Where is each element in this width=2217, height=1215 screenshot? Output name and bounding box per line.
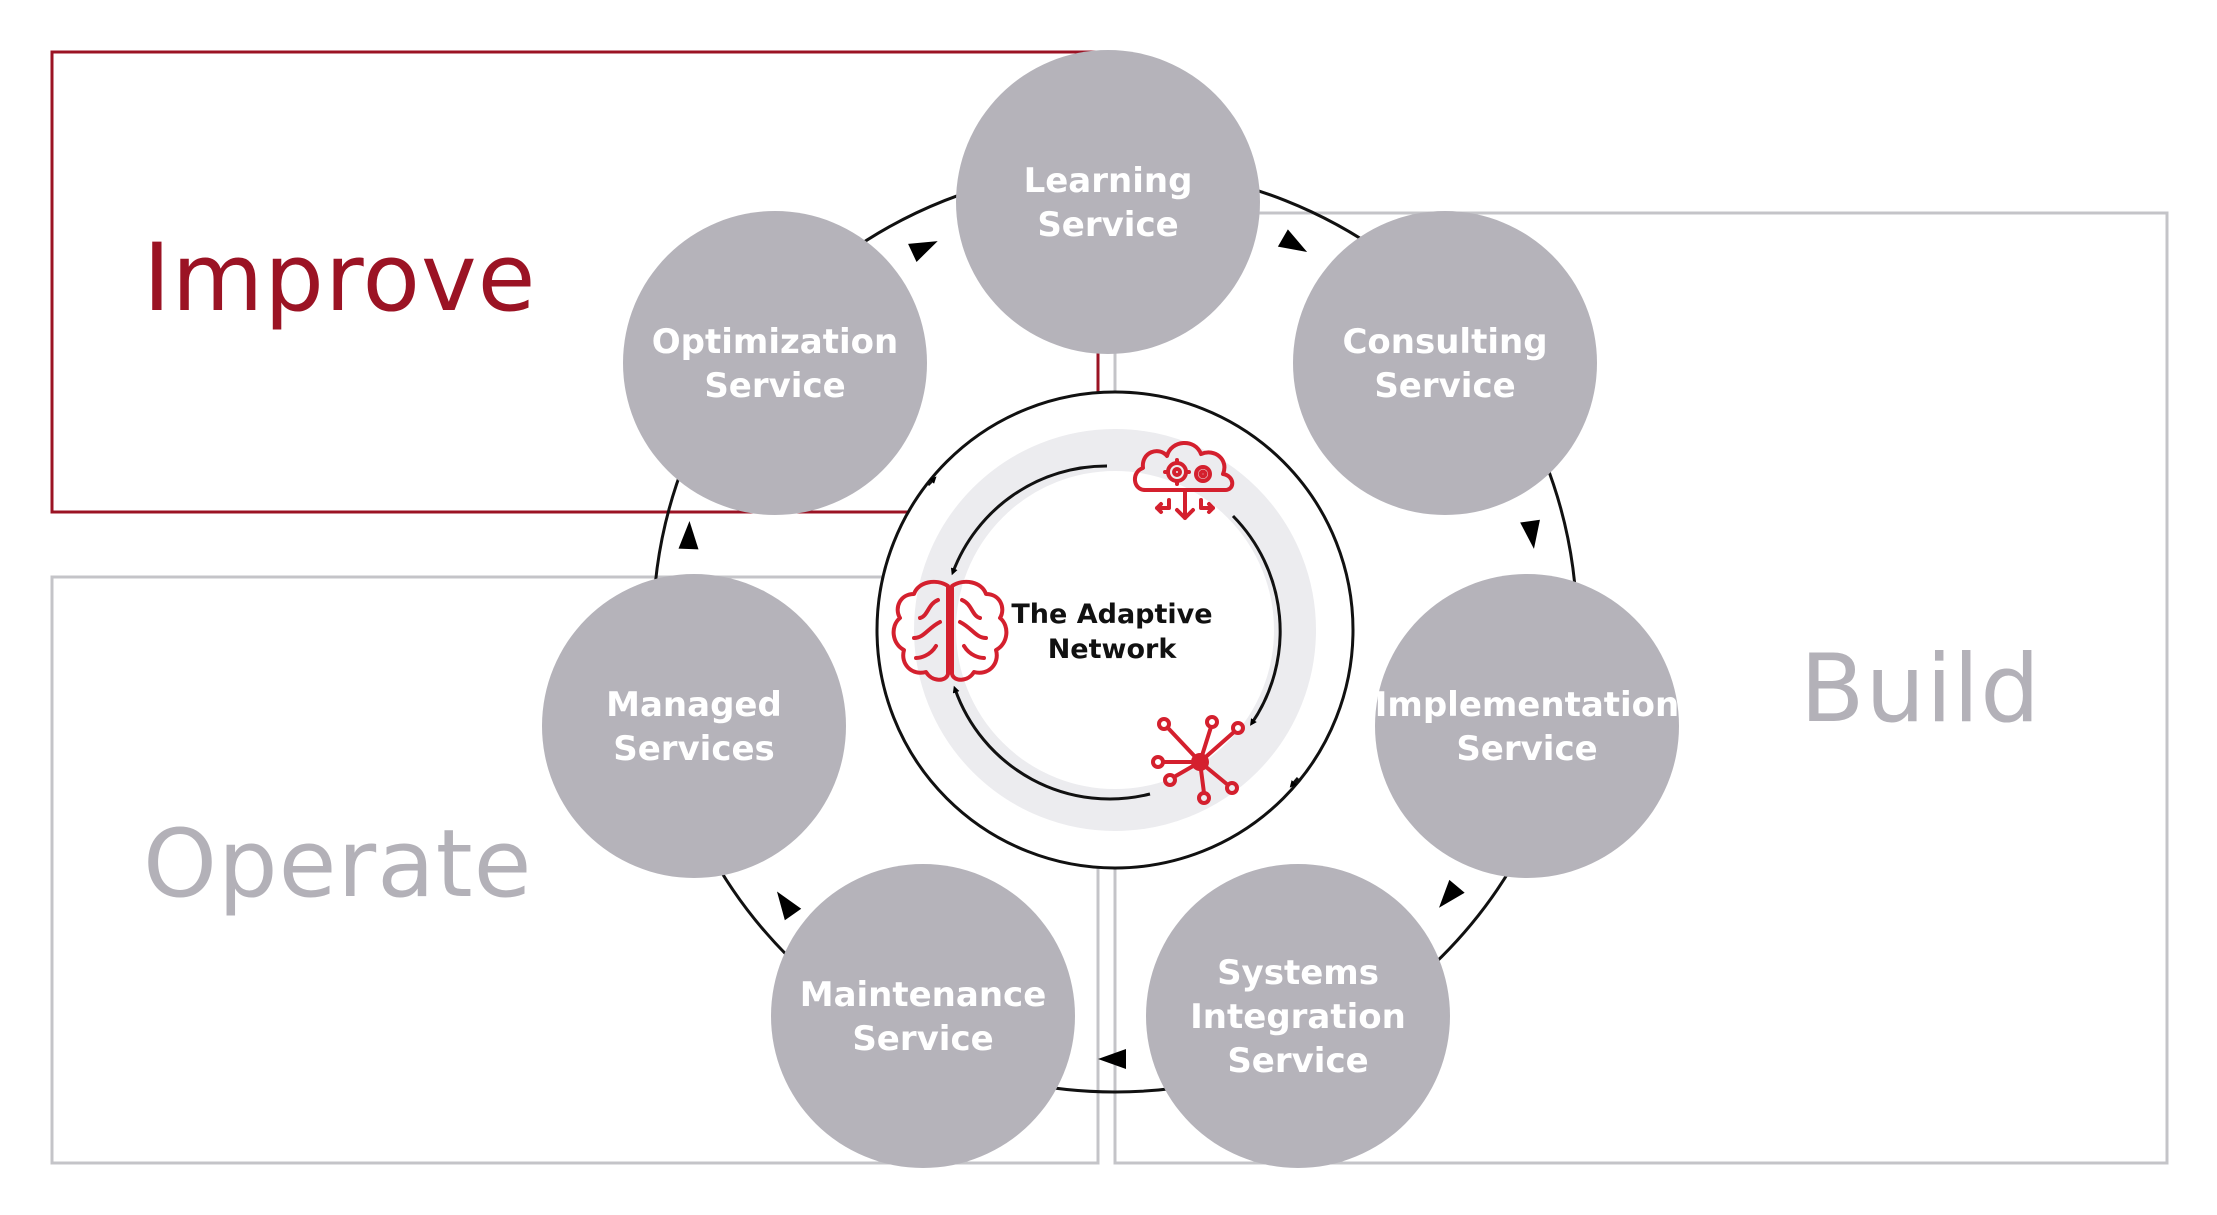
center-title-line1: The Adaptive: [1011, 599, 1212, 630]
service-circle-implementation: [1375, 574, 1679, 878]
service-circle-managed: [542, 574, 846, 878]
service-circle-optimization: [623, 211, 927, 515]
network-nodes-icon: [1151, 715, 1245, 805]
service-label-maintenance-line1: Maintenance: [800, 975, 1047, 1015]
center-gray-ring: [914, 429, 1316, 831]
service-circle-learning: [956, 50, 1260, 354]
operate-phase-box: [50, 575, 1100, 1165]
service-label-managed-line2: Services: [613, 729, 775, 769]
arrow-maintenance-to-managed: [776, 891, 802, 921]
phase-label-improve: Improve: [143, 224, 537, 333]
service-label-optimization-line1: Optimization: [652, 322, 898, 362]
arrow-optimization-to-learning: [908, 241, 938, 262]
service-label-systems-integration-line3: Service: [1227, 1041, 1368, 1081]
center-title-line2: Network: [1048, 634, 1178, 665]
service-label-maintenance-line2: Service: [852, 1019, 993, 1059]
arrow-learning-to-consulting: [1277, 229, 1308, 252]
inner-arc-arrow-right: [1231, 514, 1282, 726]
cloud-gears-icon: [1133, 441, 1235, 520]
service-label-implementation-line1: Implementation: [1375, 685, 1680, 725]
inner-arc-arrow-bottom: [952, 685, 1151, 801]
service-circle-consulting: [1293, 211, 1597, 515]
service-label-consulting-line2: Service: [1374, 366, 1515, 406]
service-circle-maintenance: [771, 864, 1075, 1168]
brain-icon: [891, 579, 1009, 682]
phase-label-build: Build: [1800, 635, 2041, 744]
arrow-systems-to-maintenance: [1098, 1049, 1126, 1069]
adaptive-network-center: The Adaptive Network: [875, 390, 1355, 870]
arrow-managed-to-optimization: [678, 521, 699, 550]
center-ring-small-arrow-bottom: [1289, 777, 1300, 788]
service-label-learning-line2: Service: [1037, 205, 1178, 245]
service-label-consulting-line1: Consulting: [1342, 322, 1547, 362]
service-label-systems-integration-line1: Systems: [1217, 953, 1379, 993]
service-label-optimization-line2: Service: [704, 366, 845, 406]
phase-label-operate: Operate: [143, 810, 533, 919]
inner-arc-arrow-left: [950, 464, 1108, 576]
service-circles: LearningServiceConsultingServiceImplemen…: [542, 50, 1679, 1168]
cycle-arrows: [678, 229, 1540, 1069]
arrow-consulting-to-implementation: [1520, 519, 1540, 549]
service-label-systems-integration-line2: Integration: [1190, 997, 1406, 1037]
service-label-learning-line1: Learning: [1024, 161, 1193, 201]
center-ring-small-arrow-top: [926, 476, 937, 487]
arrow-implementation-to-systems: [1439, 879, 1465, 908]
service-label-implementation-line2: Service: [1456, 729, 1597, 769]
service-circle-systems-integration: [1146, 864, 1450, 1168]
service-label-managed-line1: Managed: [606, 685, 782, 725]
